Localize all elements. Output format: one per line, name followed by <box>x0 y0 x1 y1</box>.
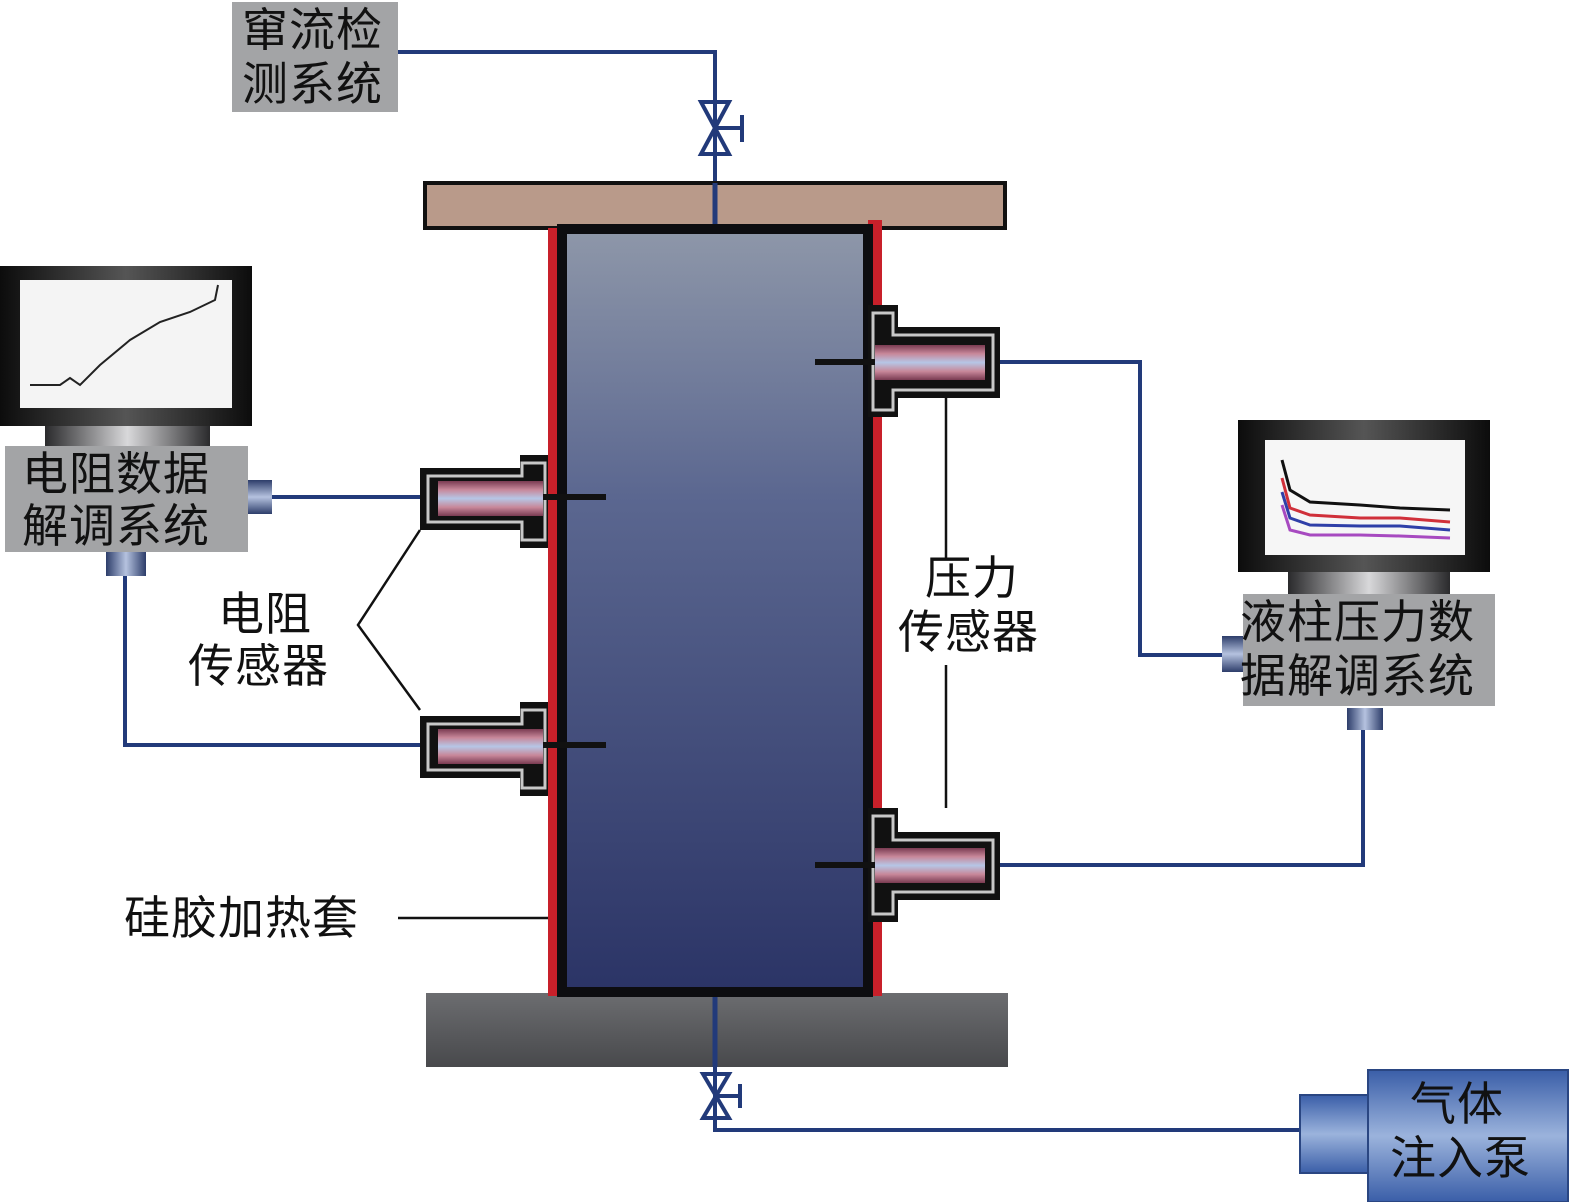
gas-pump-label-line2: 注入泵 <box>1390 1131 1531 1185</box>
pressure-demod-box <box>1243 594 1495 706</box>
resistance-sensor-upper <box>420 455 606 548</box>
resistance-sensor-label-line1: 电阻 <box>218 587 312 641</box>
valve-icon <box>697 100 744 156</box>
seepage-system-box <box>232 2 398 112</box>
pressure-demod-label-line2: 据解调系统 <box>1240 649 1475 703</box>
gas-pump-label-line1: 气体 <box>1410 1077 1504 1131</box>
resistance-sensor-lower <box>420 702 606 796</box>
pipe-top <box>398 50 717 225</box>
connector-icon <box>248 480 272 514</box>
pressure-sensor-label-line1: 压力 <box>925 551 1019 605</box>
connector-icon <box>1347 708 1383 730</box>
resistance-sensor-label-line2: 传感器 <box>188 639 329 693</box>
resistance-demod-box <box>5 446 248 552</box>
monitor-right <box>1238 420 1490 594</box>
seepage-system-label-line1: 窜流检 <box>242 3 383 57</box>
vessel-core <box>557 224 873 997</box>
resistance-demod-label-line2: 解调系统 <box>22 499 210 553</box>
pressure-sensor-upper <box>815 305 1000 417</box>
heating-jacket-label: 硅胶加热套 <box>124 891 359 945</box>
valve-top[interactable] <box>697 100 744 156</box>
valve-icon <box>699 1072 742 1120</box>
seepage-system-label-line2: 测系统 <box>242 57 383 111</box>
monitor-left <box>0 266 252 448</box>
valve-bottom[interactable] <box>699 1072 742 1120</box>
pipe-press-upper <box>1000 360 1222 657</box>
leader-lines <box>356 398 948 920</box>
connector-icon <box>1222 636 1244 672</box>
pressure-demod-label-line1: 液柱压力数 <box>1240 595 1475 649</box>
pipe-press-lower <box>1000 728 1365 867</box>
resistance-demod-label-line1: 电阻数据 <box>22 447 210 501</box>
pipe-res-lower <box>123 575 420 747</box>
heating-jacket-left <box>548 228 558 996</box>
pressure-sensor-label-line2: 传感器 <box>898 605 1039 659</box>
gas-pump[interactable] <box>1299 1069 1569 1202</box>
pressure-sensor-lower <box>815 808 1000 922</box>
connector-icon <box>106 552 146 576</box>
